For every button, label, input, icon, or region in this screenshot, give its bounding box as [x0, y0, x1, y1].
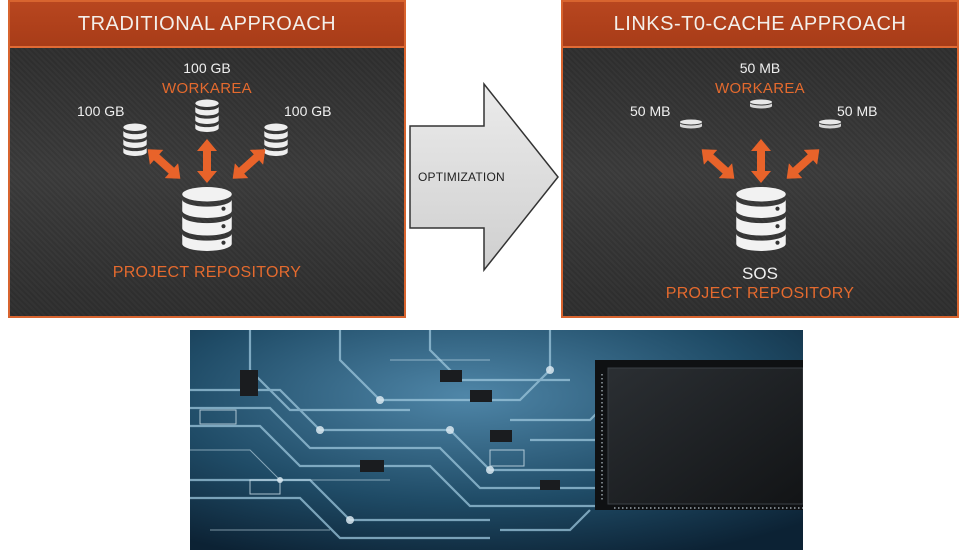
sync-arrow-icon [197, 139, 217, 183]
repository-label: PROJECT REPOSITORY [665, 285, 855, 302]
workarea-database-icon [194, 99, 220, 133]
panel-title: TRADITIONAL APPROACH [10, 2, 404, 48]
workarea-size-right: 100 GB [284, 103, 332, 119]
sync-arrow-icon [695, 142, 741, 186]
traditional-approach-panel: TRADITIONAL APPROACH 100 GB WORKAREA 100… [8, 0, 406, 318]
panel-title: LINKS-T0-CACHE APPROACH [563, 2, 957, 48]
workarea-label: WORKAREA [715, 80, 805, 97]
repository-database-icon [180, 186, 234, 252]
sync-arrow-icon [751, 139, 771, 183]
circuit-board-photo [190, 330, 803, 550]
workarea-size-left: 50 MB [630, 103, 671, 119]
repository-database-icon [734, 186, 788, 252]
repository-label: PROJECT REPOSITORY [112, 264, 302, 281]
repository-name: SOS [742, 264, 778, 283]
sync-arrow-icon [141, 142, 187, 186]
workarea-size-top: 100 GB [183, 60, 231, 76]
workarea-cache-icon [818, 119, 842, 129]
workarea-size-right: 50 MB [837, 103, 878, 119]
optimization-arrow-icon [409, 82, 559, 272]
workarea-size-left: 100 GB [77, 103, 125, 119]
links-to-cache-approach-panel: LINKS-T0-CACHE APPROACH 50 MB WORKAREA 5… [561, 0, 959, 318]
workarea-cache-icon [749, 99, 773, 109]
workarea-size-top: 50 MB [739, 60, 781, 76]
sync-arrow-icon [226, 142, 272, 186]
sync-arrow-icon [780, 142, 826, 186]
workarea-label: WORKAREA [162, 80, 252, 97]
workarea-cache-icon [679, 119, 703, 129]
optimization-label: OPTIMIZATION [418, 170, 505, 184]
